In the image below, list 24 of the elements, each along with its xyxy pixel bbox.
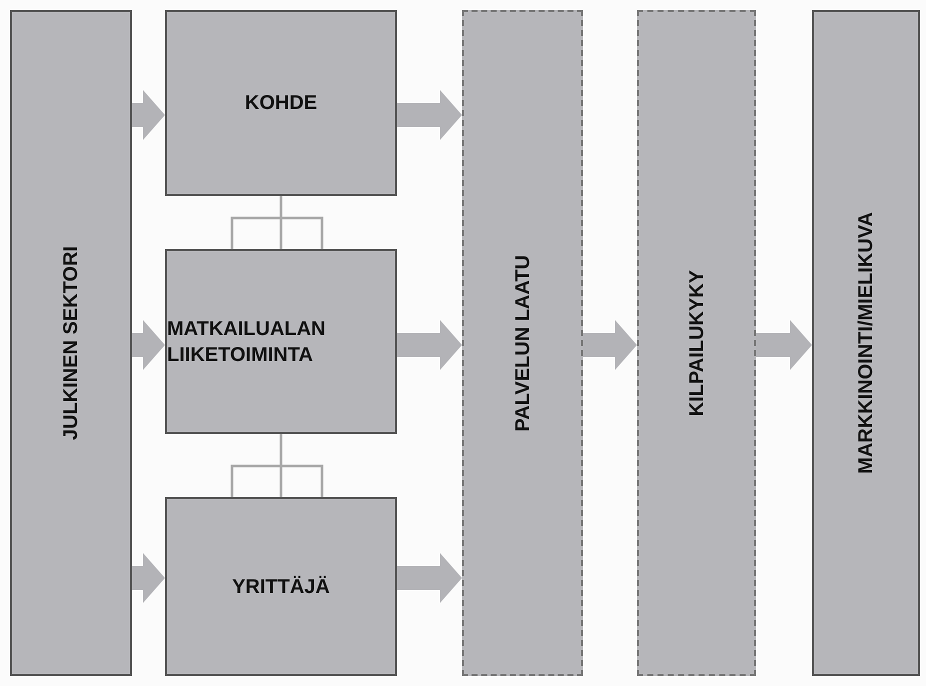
column-box bbox=[812, 10, 920, 676]
block-arrow bbox=[756, 320, 812, 370]
box-label: KOHDE bbox=[244, 91, 318, 116]
block-arrow bbox=[397, 553, 462, 603]
process-box bbox=[165, 249, 397, 434]
block-arrow bbox=[132, 90, 165, 140]
box-label: PALVELUN LAATU bbox=[510, 254, 534, 432]
process-box bbox=[165, 10, 397, 196]
column-box bbox=[10, 10, 132, 676]
block-arrow bbox=[132, 553, 165, 603]
box-label: MATKAILUALAN LIIKETOIMINTA bbox=[167, 316, 326, 368]
connector-line bbox=[230, 194, 324, 250]
box-label: MARKKINOINTI/MIELIKUVA bbox=[854, 212, 878, 474]
column-box bbox=[462, 10, 583, 676]
block-arrow bbox=[397, 90, 462, 140]
box-label: KILPAILUKYKY bbox=[684, 270, 708, 416]
box-label: YRITTÄJÄ bbox=[232, 574, 330, 600]
block-arrow bbox=[132, 320, 165, 370]
connector-line bbox=[230, 432, 324, 498]
block-arrow bbox=[397, 320, 462, 370]
column-box bbox=[637, 10, 756, 676]
block-arrow bbox=[583, 320, 637, 370]
box-label: JULKINEN SEKTORI bbox=[59, 246, 83, 440]
process-box bbox=[165, 497, 397, 676]
